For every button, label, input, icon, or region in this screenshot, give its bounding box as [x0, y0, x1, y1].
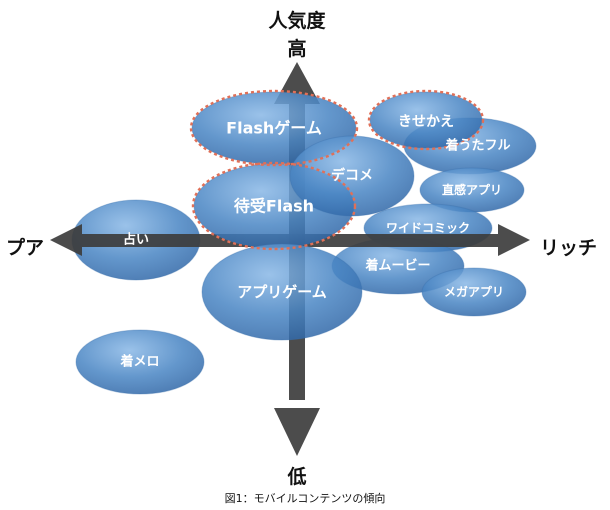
- ellipse-dekome: [289, 135, 415, 217]
- axis-label-poor: プア: [6, 237, 45, 259]
- label-flash-game: Flashゲーム: [226, 119, 322, 138]
- label-uranai: 占い: [123, 232, 149, 248]
- label-megaapp: メガアプリ: [444, 284, 504, 299]
- label-chakumelo: 着メロ: [119, 354, 159, 370]
- ellipse-chakumelo: [75, 329, 205, 395]
- label-appgame: アプリゲーム: [237, 283, 327, 301]
- ellipse-appgame: [201, 243, 363, 341]
- ellipse-megaapp: [421, 267, 527, 317]
- highlight-ring-flash-game: [189, 89, 359, 167]
- highlight-ring-machiuke: [191, 161, 357, 251]
- label-kisekae: きせかえ: [398, 114, 454, 130]
- highlight-ring-kisekae: [367, 89, 485, 151]
- label-dekome: デコメ: [331, 167, 373, 184]
- axis-label-rich: リッチ: [540, 237, 598, 259]
- label-chakumovie: 着ムービー: [364, 258, 430, 274]
- axis-label-low: 低: [287, 466, 307, 488]
- label-chokkan: 直感アプリ: [442, 182, 502, 197]
- figure-caption: 図1：モバイルコンテンツの傾向: [224, 492, 386, 505]
- axis-label-popularity: 人気度: [268, 10, 326, 32]
- axis-label-high: 高: [287, 38, 307, 60]
- label-comic: ワイドコミック: [386, 221, 470, 235]
- label-chakuuta: 着うたフル: [444, 138, 510, 154]
- label-machiuke: 待受Flash: [234, 197, 314, 216]
